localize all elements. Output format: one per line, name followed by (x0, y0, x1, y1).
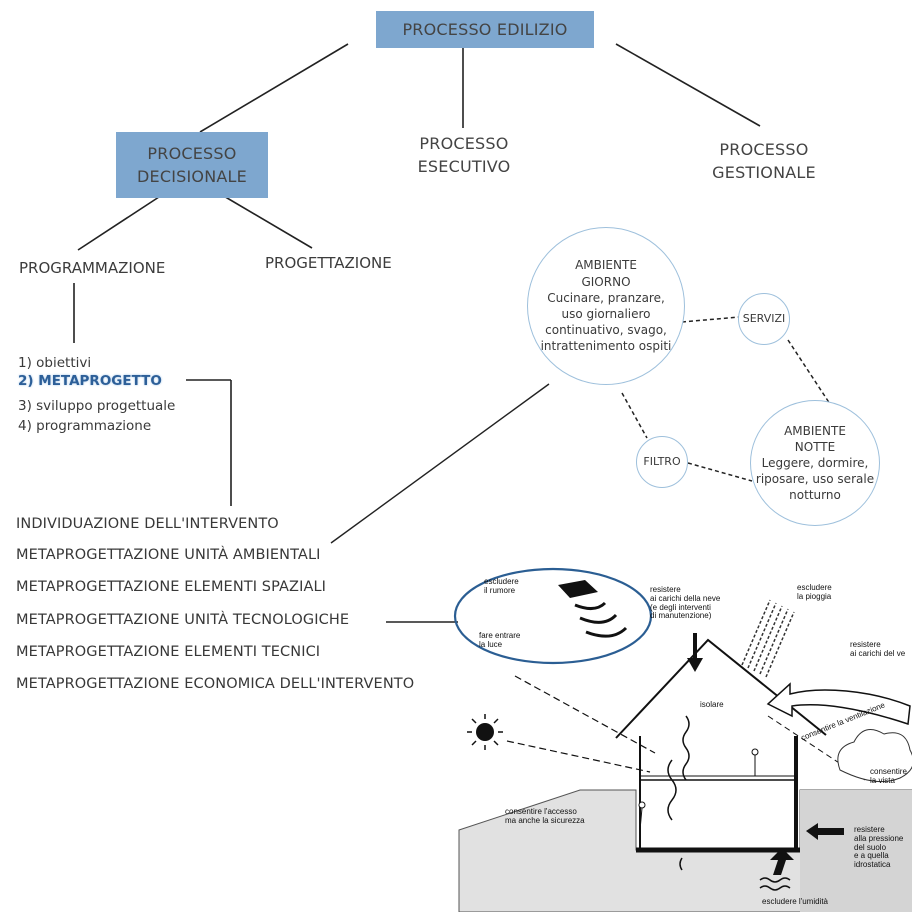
decisionale-line-1: PROCESSO (147, 143, 237, 163)
notte-title-1: AMBIENTE (784, 423, 846, 438)
pressione-1: resistere (854, 825, 885, 834)
umidita-1: escludere l'umidità (762, 897, 829, 906)
step-programmazione: 4) programmazione (18, 418, 152, 434)
processo-gestionale-node: PROCESSO GESTIONALE (690, 138, 838, 184)
programmazione-label: PROGRAMMAZIONE (19, 259, 166, 277)
label-accesso: consentire l'accesso ma anche la sicurez… (505, 807, 585, 826)
ambiente-giorno-bubble: AMBIENTE GIORNO Cucinare, pranzare, uso … (527, 227, 685, 385)
luce-2: la luce (479, 639, 503, 649)
rumore-2: il rumore (484, 585, 516, 595)
servizi-bubble: SERVIZI (738, 293, 790, 345)
step-sviluppo: 3) sviluppo progettuale (18, 398, 176, 414)
house-drawing (453, 567, 912, 912)
neve-1: resistere (650, 585, 681, 594)
pressione-3: del suolo (854, 842, 887, 852)
decisionale-line-2: DECISIONALE (137, 167, 247, 186)
gestionale-line-2: GESTIONALE (712, 163, 816, 183)
phase-elementi-spaziali: METAPROGETTAZIONE ELEMENTI SPAZIALI (16, 579, 327, 595)
notte-title-2: NOTTE (794, 439, 836, 454)
giorno-title-1: AMBIENTE (575, 258, 637, 273)
notte-text-1: Leggere, dormire, (761, 455, 869, 470)
gestionale-line-1: PROCESSO (719, 140, 809, 159)
pressione-2: alla pressione (854, 833, 904, 843)
vento-2: ai carichi del ve (850, 648, 906, 658)
servizi-label: SERVIZI (742, 311, 786, 325)
processo-decisionale-box: PROCESSO DECISIONALE (116, 132, 268, 198)
vista-1: consentire (870, 767, 907, 776)
phase-elementi-tecnici: METAPROGETTAZIONE ELEMENTI TECNICI (16, 644, 321, 660)
label-rumore: escludere il rumore (484, 577, 519, 596)
ambiente-notte-bubble: AMBIENTE NOTTE Leggere, dormire, riposar… (750, 400, 880, 526)
giorno-title-2: GIORNO (581, 274, 631, 289)
processo-esecutivo-node: PROCESSO ESECUTIVO (392, 132, 536, 178)
phase-unita-tecnologiche: METAPROGETTAZIONE UNITÀ TECNOLOGICHE (16, 612, 350, 628)
giorno-text-4: intrattenimento ospiti (540, 339, 672, 354)
label-vista: consentire la vista (870, 767, 907, 786)
label-umidita: escludere l'umidità (762, 897, 829, 907)
notte-text-3: notturno (789, 488, 841, 503)
label-pioggia: escludere la pioggia (797, 583, 832, 602)
label-neve: resistere ai carichi della neve (e degli… (650, 585, 721, 621)
neve-2: ai carichi della neve (650, 593, 721, 603)
isolare-1: isolare (700, 700, 724, 709)
processo-edilizio-box: PROCESSO EDILIZIO (376, 11, 594, 48)
pioggia-2: la pioggia (797, 591, 832, 601)
accesso-2: ma anche la sicurezza (505, 815, 585, 825)
label-isolare: isolare (700, 700, 724, 710)
accesso-1: consentire l'accesso (505, 807, 577, 816)
vento-1: resistere (850, 640, 881, 649)
label-pressione: resistere alla pressione del suolo e a q… (854, 825, 904, 870)
esecutivo-line-1: PROCESSO (419, 134, 509, 153)
pressione-4: e a quella (854, 851, 889, 861)
neve-3: (e degli interventi (650, 602, 711, 612)
pioggia-1: escludere (797, 583, 832, 592)
phase-individuazione: INDIVIDUAZIONE DELL'INTERVENTO (16, 516, 279, 532)
neve-4: di manutenzione) (650, 611, 712, 621)
giorno-text-3: continuativo, svago, (545, 323, 667, 338)
rumore-1: escludere (484, 577, 519, 586)
luce-1: fare entrare (479, 631, 521, 640)
label-luce: fare entrare la luce (479, 631, 521, 650)
giorno-text-2: uso giornaliero (561, 307, 651, 321)
vista-2: la vista (870, 775, 895, 785)
pressione-5: idrostatica (854, 860, 891, 870)
esecutivo-line-2: ESECUTIVO (417, 157, 511, 177)
giorno-text-1: Cucinare, pranzare, (547, 290, 665, 305)
phase-unita-ambientali: METAPROGETTAZIONE UNITÀ AMBIENTALI (16, 547, 321, 563)
filtro-bubble: FILTRO (636, 436, 688, 488)
progettazione-label: PROGETTAZIONE (265, 254, 392, 272)
label-vento: resistere ai carichi del ve (850, 640, 906, 659)
notte-text-2: riposare, uso serale (755, 472, 875, 487)
filtro-label: FILTRO (643, 454, 681, 468)
step-metaprogetto: 2) METAPROGETTO (18, 373, 162, 389)
phase-economica: METAPROGETTAZIONE ECONOMICA DELL'INTERVE… (16, 676, 415, 692)
processo-edilizio-label: PROCESSO EDILIZIO (402, 19, 568, 39)
step-obiettivi: 1) obiettivi (18, 355, 92, 371)
